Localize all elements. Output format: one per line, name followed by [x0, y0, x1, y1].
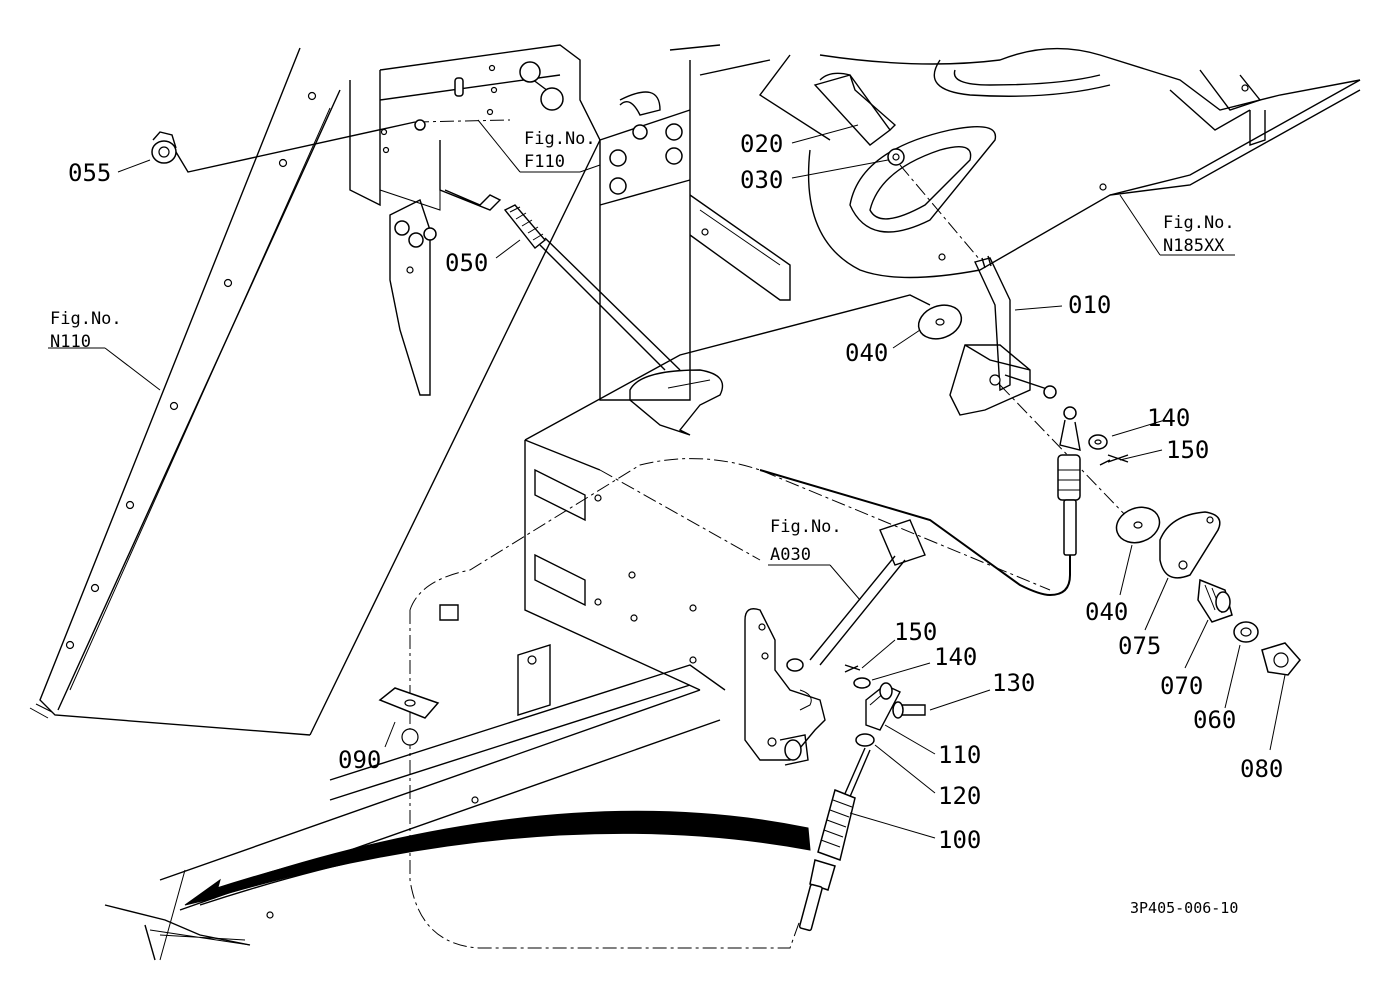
figref-n185xx-number: N185XX: [1163, 236, 1225, 256]
callouts: 055 020 030 050 010 040 140 150 040 075 …: [68, 130, 1283, 854]
callout-140-upper: 140: [1147, 404, 1190, 432]
callout-010: 010: [1068, 291, 1111, 319]
upper-cable-end: [759, 406, 1129, 597]
shift-lever-assembly: [813, 72, 1131, 521]
callout-055: 055: [68, 159, 111, 187]
callout-120: 120: [938, 782, 981, 810]
callout-100: 100: [938, 826, 981, 854]
callout-130: 130: [992, 669, 1035, 697]
callout-060: 060: [1193, 706, 1236, 734]
callout-090: 090: [338, 746, 381, 774]
pedal-and-lower-cable: [184, 519, 926, 932]
callout-020: 020: [740, 130, 783, 158]
pivot-parts-stack: [1115, 506, 1301, 676]
callout-040-upper: 040: [845, 339, 888, 367]
callout-030: 030: [740, 166, 783, 194]
main-body-box: [104, 294, 1051, 961]
callout-080: 080: [1240, 755, 1283, 783]
figref-f110-label: Fig.No.: [524, 129, 596, 149]
figref-n110-number: N110: [50, 332, 91, 352]
callout-070: 070: [1160, 672, 1203, 700]
callout-050: 050: [445, 249, 488, 277]
upper-bracket-assembly: [349, 44, 791, 436]
callout-110: 110: [938, 741, 981, 769]
figref-n185xx-label: Fig.No.: [1163, 213, 1235, 233]
left-frame-panel: [29, 47, 601, 736]
callout-075: 075: [1118, 632, 1161, 660]
plate-090: [378, 687, 440, 719]
callout-150-upper: 150: [1166, 436, 1209, 464]
figref-n110-label: Fig.No.: [50, 309, 122, 329]
figref-a030-label: Fig.No.: [770, 517, 842, 537]
callout-140-lower: 140: [934, 643, 977, 671]
callout-150-lower: 150: [894, 618, 937, 646]
figref-a030-number: A030: [770, 545, 811, 565]
upper-right-platform: [669, 44, 1361, 279]
callout-040-lower: 040: [1085, 598, 1128, 626]
leader-lines: [48, 119, 1286, 839]
figure-references: Fig.No. F110 Fig.No. N185XX Fig.No. N110…: [50, 129, 1235, 565]
drawing-number: 3P405-006-10: [1130, 899, 1238, 917]
figref-f110-number: F110: [524, 152, 565, 172]
bolt-and-nut: [151, 119, 681, 371]
